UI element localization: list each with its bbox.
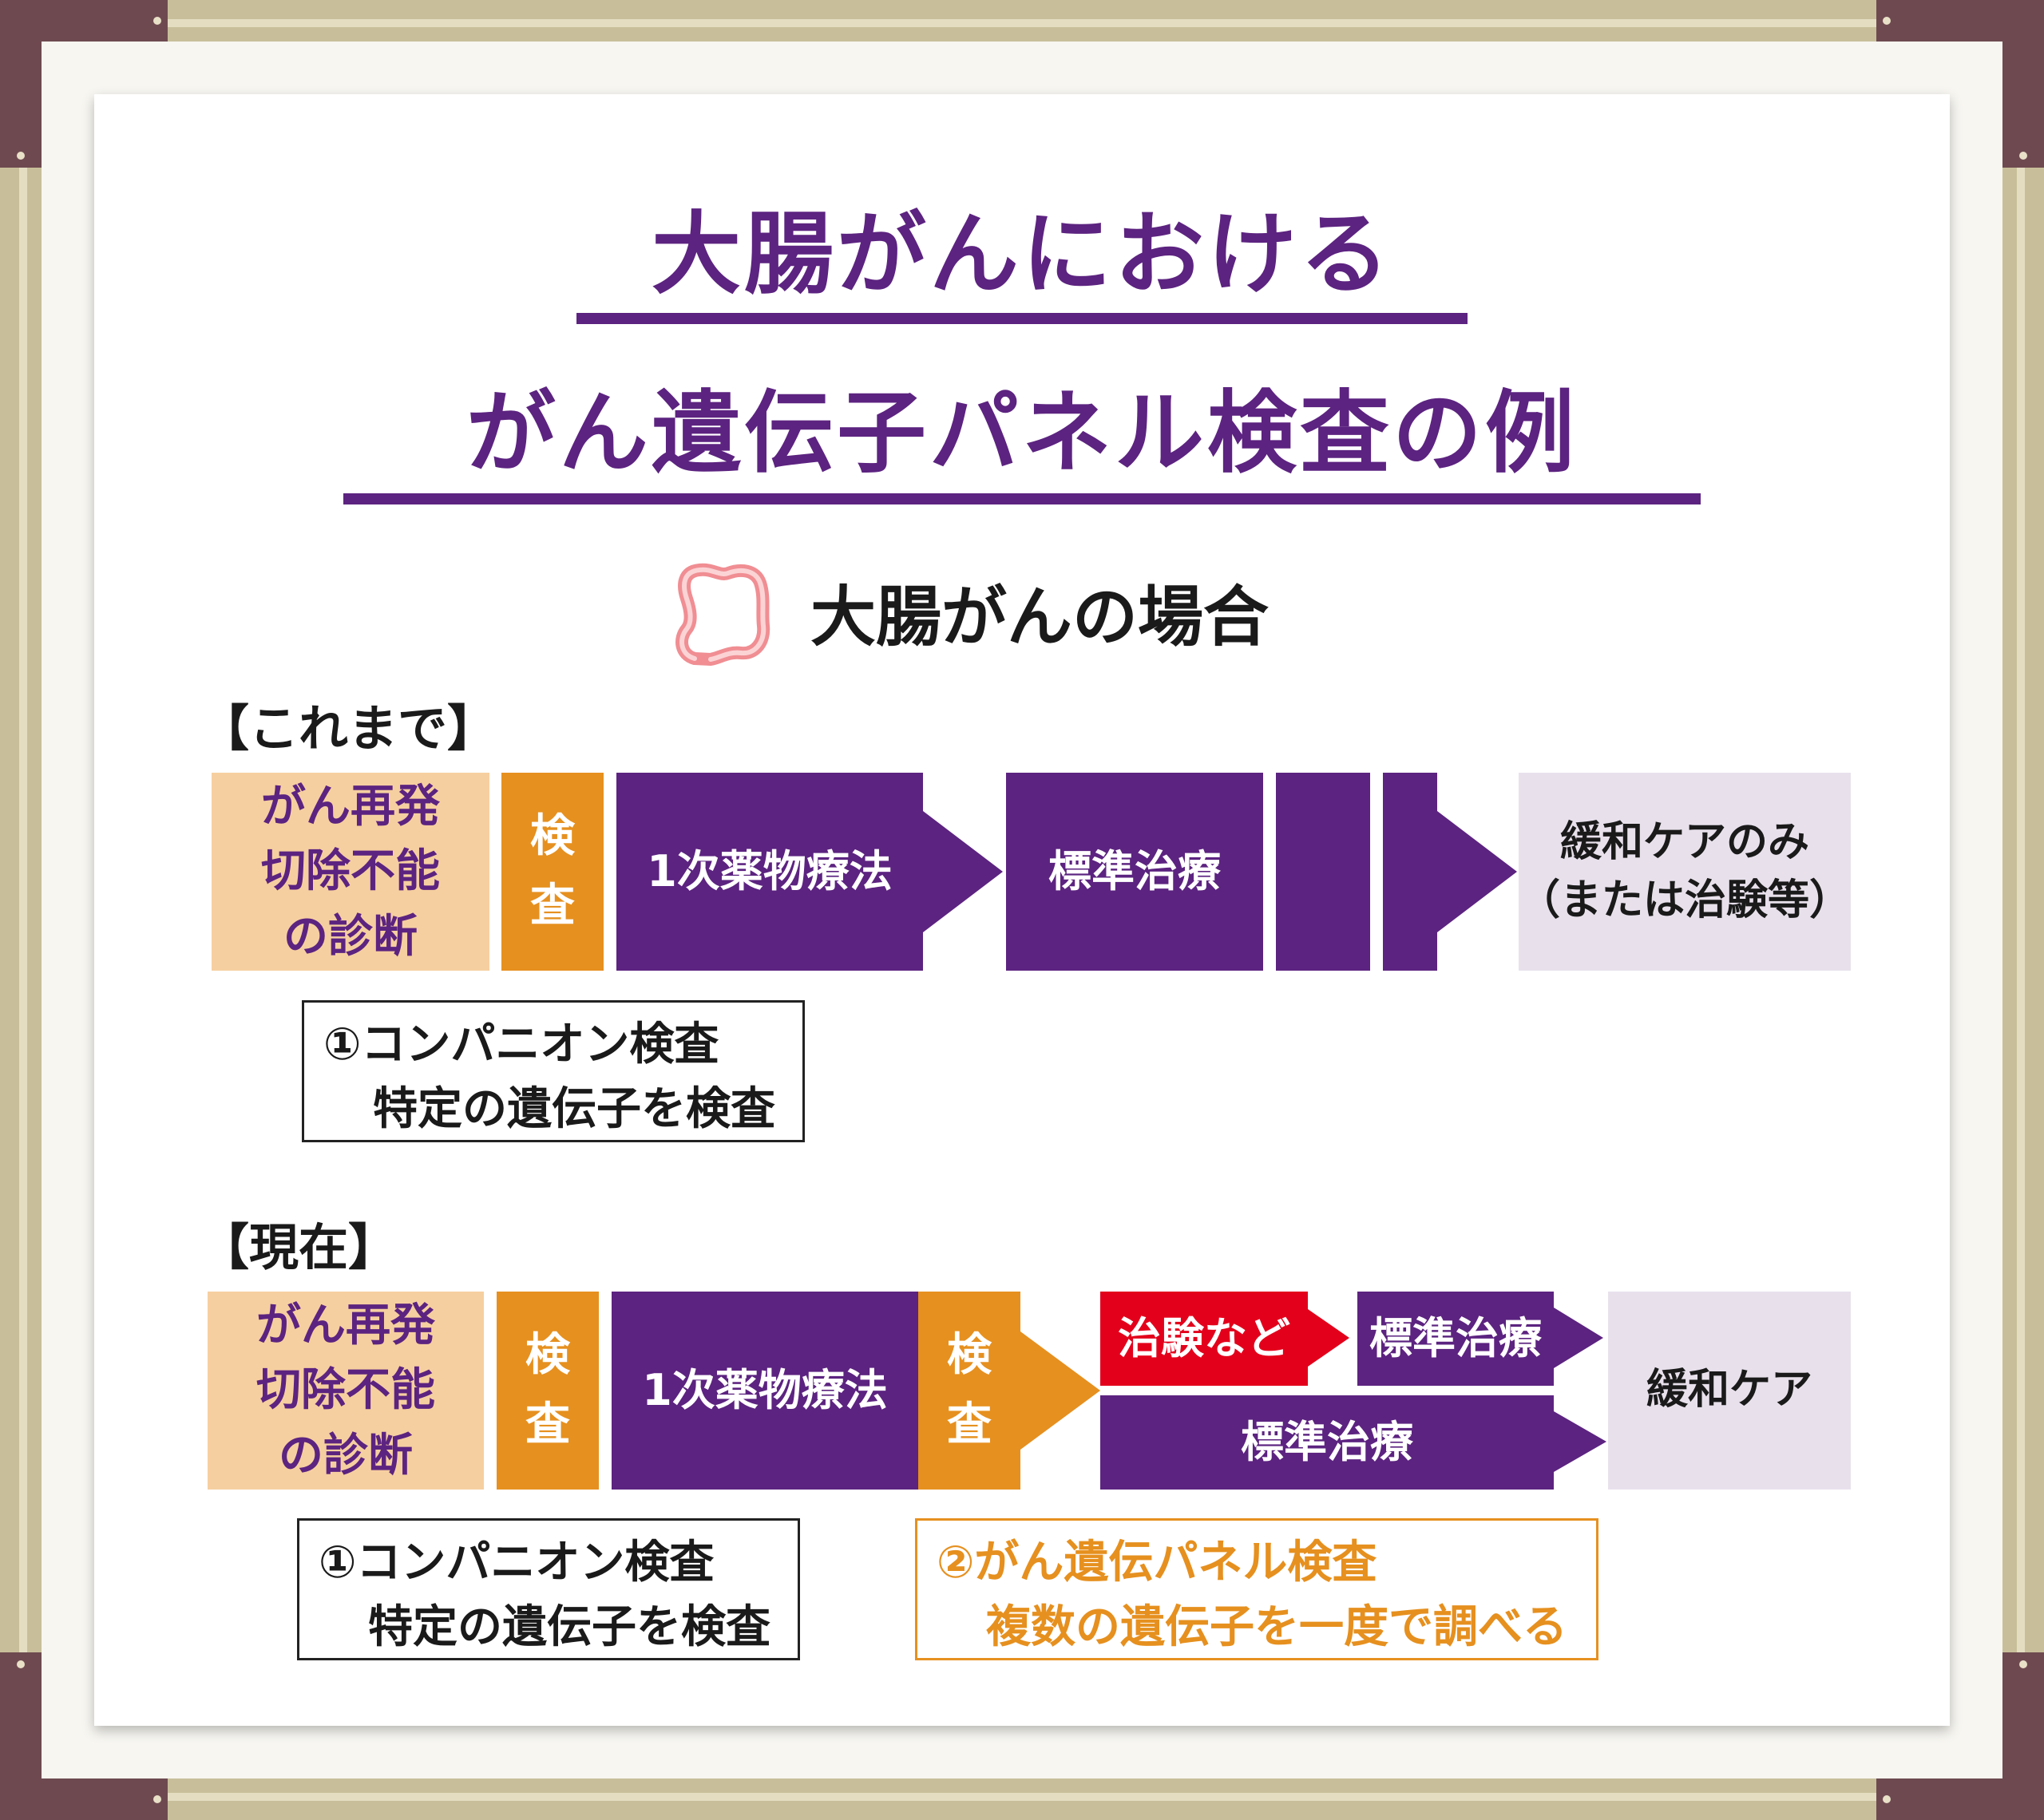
note-line: ①コンパニオン検査: [319, 1537, 715, 1589]
frame-corner-bl-v: [0, 1652, 42, 1820]
note-line: 特定の遺伝子を検査: [368, 1601, 770, 1654]
rivet: [153, 1795, 161, 1803]
now-test2-label: 検 査: [918, 1292, 1020, 1490]
now-test1-box: 検 査: [497, 1292, 599, 1490]
note-line: 複数の遺伝子を一度で調べる: [986, 1601, 1567, 1654]
before-standard-segment: [1276, 773, 1370, 971]
frame-corner-br-v: [2002, 1652, 2044, 1820]
now-trial-label: 治験など: [1118, 1312, 1290, 1363]
now-palliative-box: 緩和ケア: [1608, 1292, 1851, 1490]
rivet: [153, 17, 161, 25]
test-char: 査: [525, 1399, 570, 1450]
before-palliative-box: 緩和ケアのみ （または治験等）: [1519, 773, 1851, 971]
test-char: 査: [530, 880, 575, 932]
diagnosis-line: 切除不能: [261, 845, 440, 898]
palliative-line: 緩和ケアのみ: [1559, 818, 1809, 867]
now-standard-upper-arrow: [1357, 1292, 1603, 1386]
diagnosis-line: の診断: [279, 1429, 413, 1482]
diagnosis-line: の診断: [283, 910, 418, 963]
now-standard-lower-arrow: [1100, 1395, 1606, 1490]
before-companion-note: ①コンパニオン検査 特定の遺伝子を検査: [302, 1000, 805, 1142]
rivet: [2019, 1660, 2027, 1668]
now-trial-arrow: [1100, 1292, 1349, 1386]
frame-corner-tr-v: [2002, 0, 2044, 168]
frame-stripe-right: [2017, 168, 2025, 1652]
note-line: 特定の遺伝子を検査: [373, 1083, 775, 1136]
now-standard-lower-label: 標準治療: [1241, 1416, 1413, 1467]
rivet: [1883, 1795, 1891, 1803]
rivet: [2019, 152, 2027, 160]
palliative-line: （または治験等）: [1519, 876, 1852, 924]
diagnosis-line: がん再発: [261, 781, 440, 833]
note-line: ②がん遺伝パネル検査: [937, 1537, 1377, 1589]
section-heading-before: 【これまで】: [200, 699, 497, 758]
now-panel-note: ②がん遺伝パネル検査 複数の遺伝子を一度で調べる: [915, 1518, 1598, 1660]
test-char: 検: [525, 1329, 570, 1382]
frame-corner-tl-v: [0, 0, 42, 168]
note-line: ①コンパニオン検査: [323, 1019, 719, 1070]
now-panel-test-arrow: [918, 1292, 1100, 1490]
title-underline-2: [343, 493, 1701, 504]
now-diagnosis-box: がん再発 切除不能 の診断: [208, 1292, 484, 1490]
now-companion-note: ①コンパニオン検査 特定の遺伝子を検査: [297, 1518, 800, 1660]
before-standard-box: 標準治療: [1006, 773, 1263, 971]
before-test-box: 検 査: [501, 773, 604, 971]
subtitle: 大腸がんの場合: [810, 580, 1270, 655]
diagnosis-line: がん再発: [256, 1300, 435, 1352]
page-title-line2: がん遺伝子パネル検査の例: [466, 382, 1578, 485]
frame-stripe-left: [19, 168, 27, 1652]
test-char: 検: [947, 1329, 992, 1382]
now-standard-upper-label: 標準治療: [1369, 1312, 1542, 1363]
title-underline-1: [576, 313, 1468, 324]
diagnosis-line: 切除不能: [256, 1364, 435, 1417]
frame-stripe-bottom: [168, 1793, 1876, 1801]
colon-icon: [675, 563, 770, 666]
before-first-line-arrow: [616, 773, 1003, 971]
before-diagnosis-box: がん再発 切除不能 の診断: [212, 773, 489, 971]
rivet: [1883, 17, 1891, 25]
test-char: 査: [947, 1399, 992, 1450]
rivet: [17, 1660, 25, 1668]
section-heading-now: 【現在】: [200, 1218, 398, 1276]
now-first-line-box: 1次薬物療法: [612, 1292, 918, 1490]
page-title-line1: 大腸がんにおける: [652, 203, 1392, 307]
before-first-line-label: 1次薬物療法: [647, 845, 893, 896]
before-final-arrow: [1383, 773, 1517, 971]
frame-stripe-top: [168, 19, 1876, 27]
test-char: 検: [530, 810, 575, 863]
rivet: [17, 152, 25, 160]
